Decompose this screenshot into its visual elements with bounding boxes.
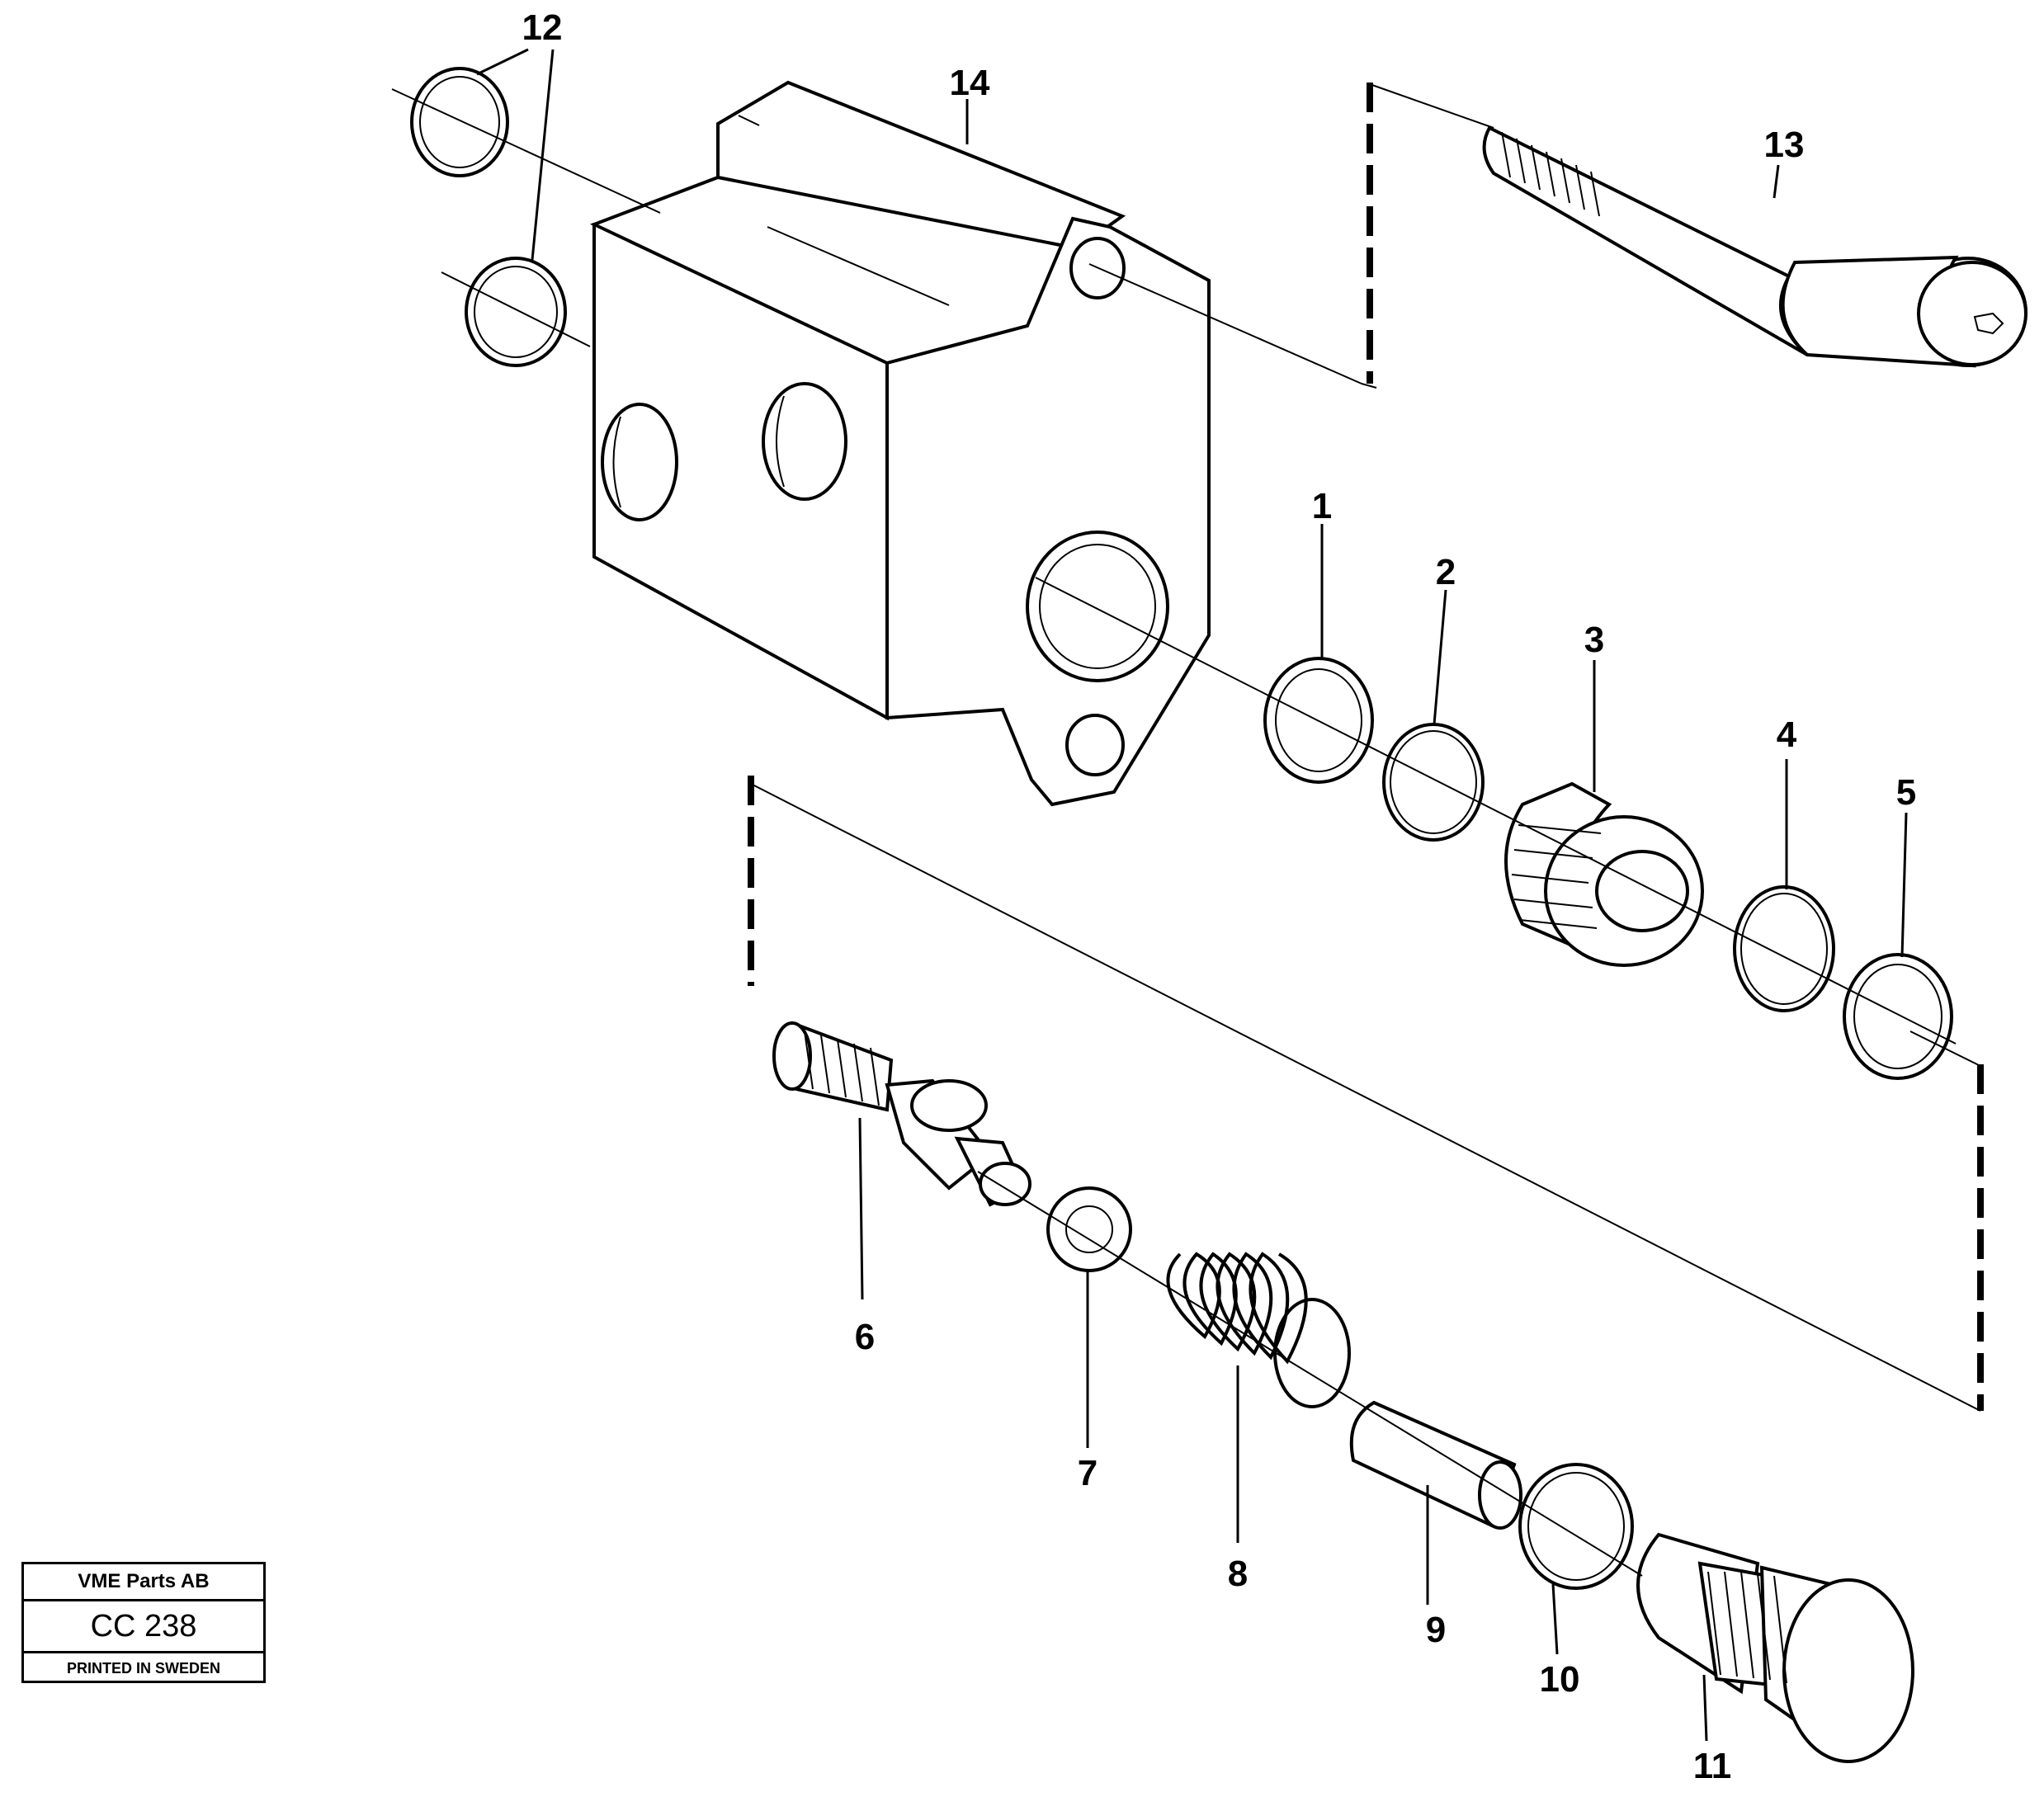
callout-6: 6 (855, 1317, 875, 1357)
o-ring-part-1 (1263, 657, 1374, 784)
callout-12: 12 (522, 7, 563, 48)
spring-part-8 (1166, 1252, 1351, 1408)
pin-part-9 (1349, 1400, 1522, 1530)
callout-1: 1 (1312, 486, 1332, 526)
o-ring-part-12-upper (410, 67, 509, 177)
plug-part-11 (1636, 1532, 1914, 1763)
printed-note: PRINTED IN SWEDEN (66, 1660, 220, 1677)
poppet-part-6 (772, 1021, 1031, 1207)
company-name: VME Parts AB (24, 1564, 263, 1601)
callout-3: 3 (1584, 620, 1604, 660)
assembly-axis-lines (391, 88, 1981, 1577)
callout-13: 13 (1764, 125, 1805, 165)
callout-11: 11 (1693, 1746, 1732, 1786)
valve-block-part-14 (589, 80, 1211, 807)
o-ring-part-10 (1518, 1463, 1634, 1590)
callout-4: 4 (1777, 714, 1797, 755)
drawing-code: CC 238 (24, 1601, 263, 1653)
callout-2: 2 (1436, 552, 1456, 592)
callout-labels: 1 2 3 4 5 6 7 8 9 10 11 12 13 14 (522, 7, 1917, 1786)
title-block: VME Parts AB CC 238 PRINTED IN SWEDEN (21, 1562, 266, 1683)
leader-lines (476, 48, 1908, 1742)
callout-10: 10 (1540, 1659, 1580, 1700)
ring-part-2 (1382, 723, 1485, 842)
callout-9: 9 (1426, 1610, 1446, 1650)
callout-14: 14 (950, 63, 990, 103)
o-ring-part-5 (1843, 953, 1953, 1080)
bolt-part-13 (1482, 125, 2027, 368)
callout-5: 5 (1896, 772, 1916, 813)
dashed-connector-upper (1361, 83, 1494, 389)
ring-part-4 (1733, 885, 1835, 1012)
callout-8: 8 (1228, 1554, 1248, 1594)
o-ring-part-12-lower (465, 257, 567, 367)
callout-7: 7 (1078, 1453, 1098, 1493)
valve-seat-part-3 (1504, 781, 1704, 967)
dashed-connector-lower (748, 776, 1984, 1411)
washer-part-7 (1046, 1186, 1132, 1272)
